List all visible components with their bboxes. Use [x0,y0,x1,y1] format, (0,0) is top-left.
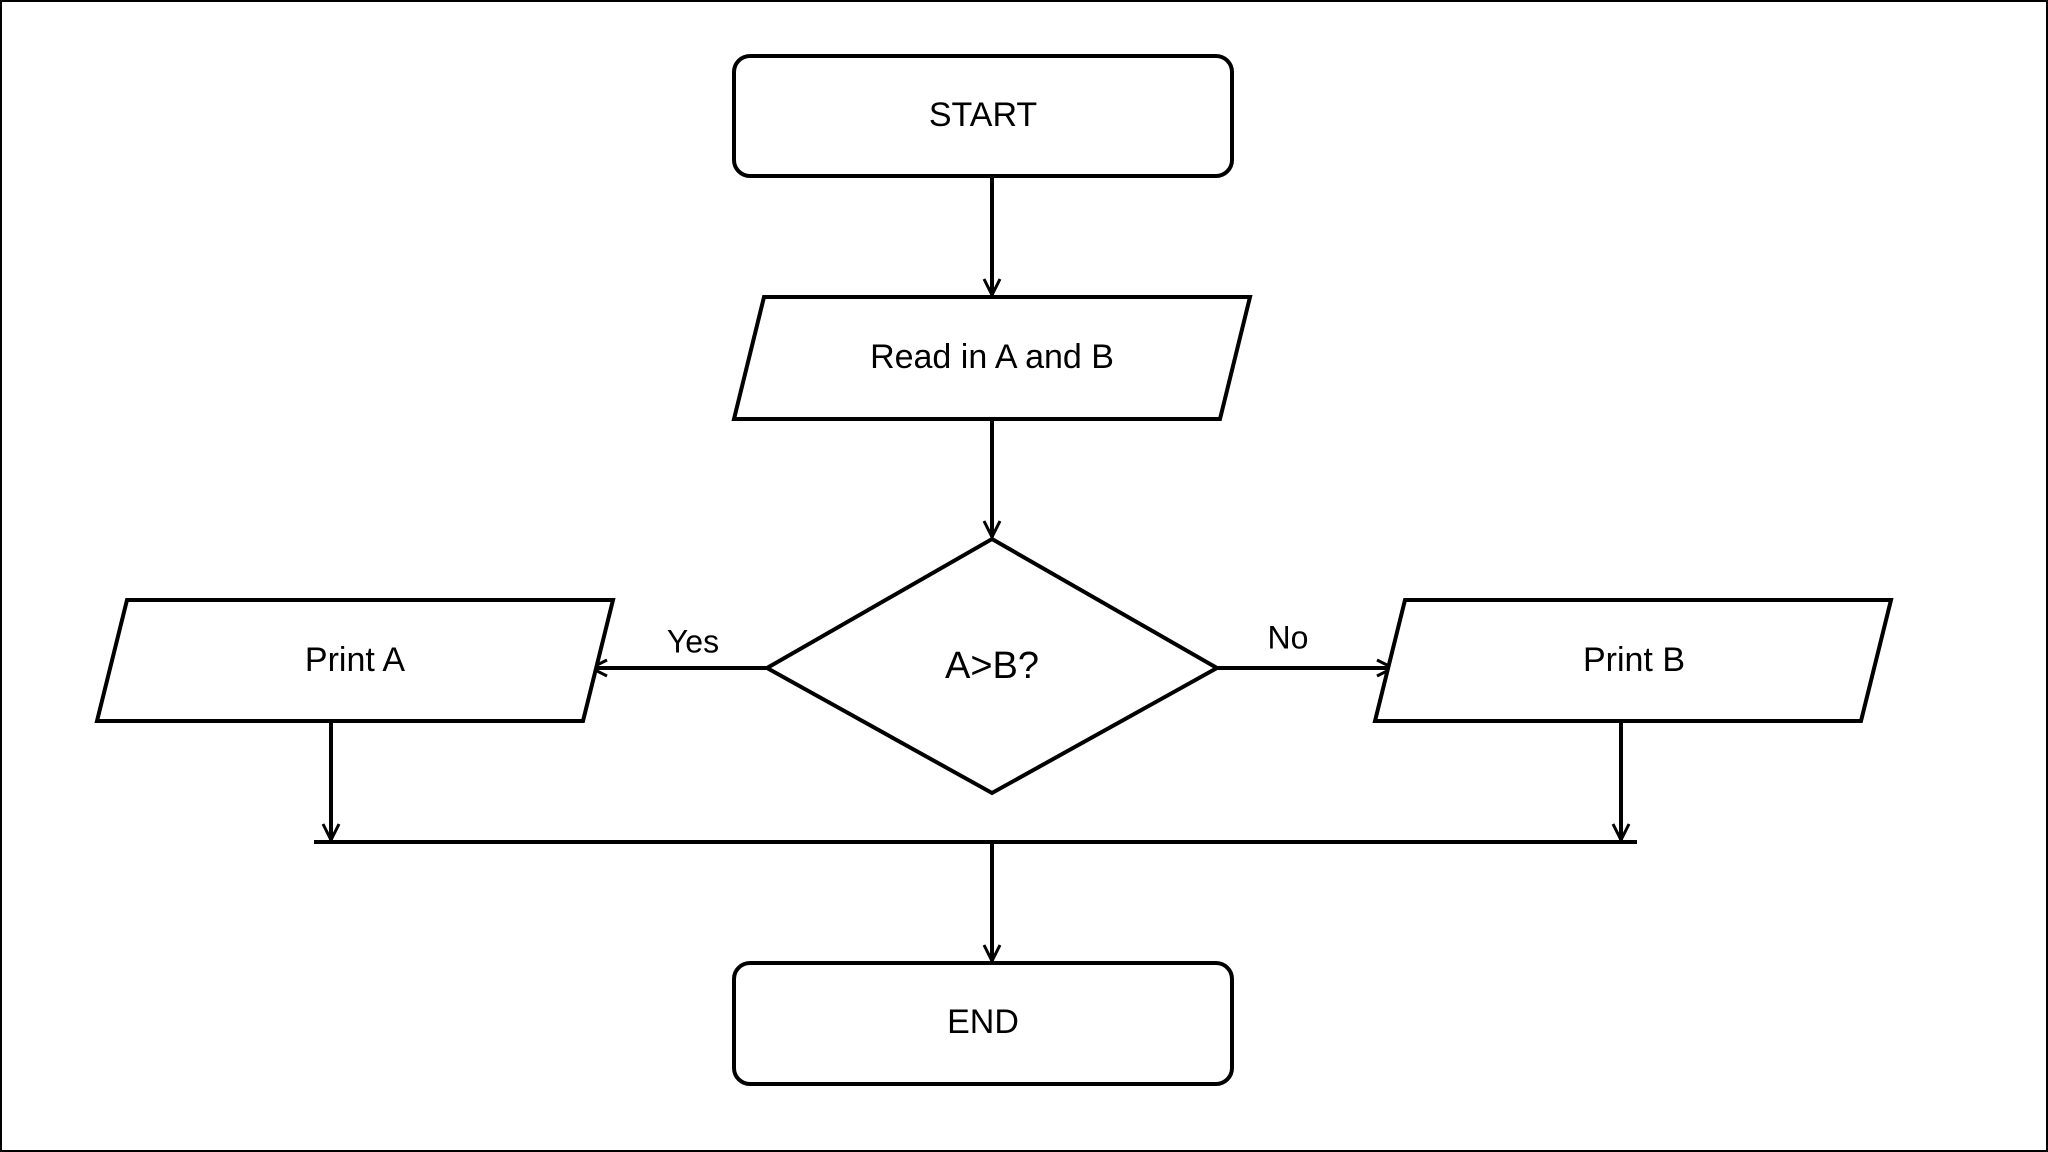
end-node[interactable]: END [732,961,1234,1086]
no-label: No [1268,619,1309,655]
print-b-shape [1372,598,1894,723]
print-a-node[interactable]: Print A [94,598,616,723]
print-b-label: Print B [1583,641,1685,679]
yes-label: Yes [667,623,719,659]
print-a-shape [94,598,616,723]
print-b-node[interactable]: Print B [1372,598,1894,723]
end-shape [732,961,1234,1086]
read-input-shape [731,295,1253,421]
start-shape [732,54,1234,178]
start-node[interactable]: START [732,54,1234,178]
print-a-label: Print A [305,641,405,679]
decision-shape [762,536,1222,796]
read-input-label: Read in A and B [870,338,1114,376]
read-input-node[interactable]: Read in A and B [731,295,1253,421]
decision-label: A>B? [945,645,1039,687]
decision-node[interactable]: A>B? [762,536,1222,796]
end-label: END [947,1003,1019,1041]
start-label: START [929,96,1037,134]
